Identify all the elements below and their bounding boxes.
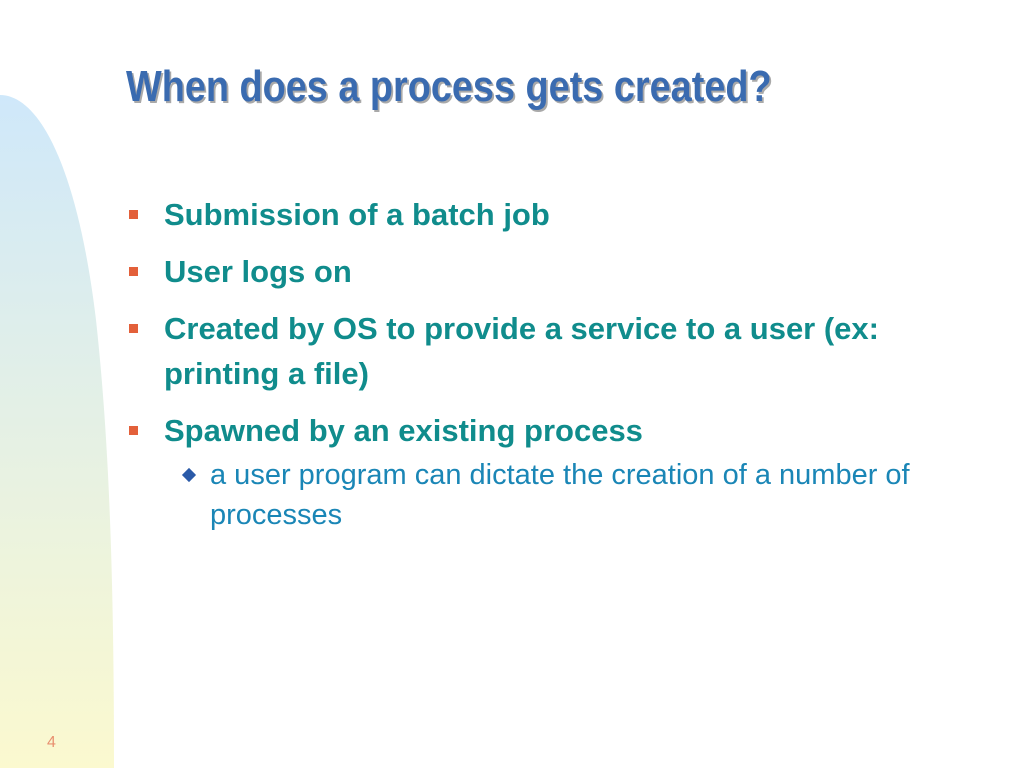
- bullet-text: Submission of a batch job: [164, 197, 550, 232]
- bullet-text: Created by OS to provide a service to a …: [164, 311, 879, 391]
- diamond-bullet-icon: [181, 467, 197, 483]
- square-bullet-icon: [129, 267, 138, 276]
- square-bullet-icon: [129, 324, 138, 333]
- square-bullet-icon: [129, 210, 138, 219]
- square-bullet-icon: [129, 426, 138, 435]
- sub-bullet-item: a user program can dictate the creation …: [164, 455, 946, 535]
- bullet-text: Spawned by an existing process: [164, 413, 643, 448]
- slide-title: When does a process gets created?: [126, 62, 772, 111]
- sub-bullet-list: a user program can dictate the creation …: [164, 455, 946, 535]
- bullet-list: Submission of a batch job User logs on C…: [126, 192, 946, 547]
- bullet-item: Spawned by an existing process a user pr…: [126, 408, 946, 535]
- page-number: 4: [47, 734, 56, 751]
- sub-bullet-text: a user program can dictate the creation …: [210, 459, 910, 531]
- bullet-text: User logs on: [164, 254, 352, 289]
- bullet-item: Submission of a batch job: [126, 192, 946, 237]
- bullet-item: Created by OS to provide a service to a …: [126, 306, 946, 396]
- bullet-item: User logs on: [126, 249, 946, 294]
